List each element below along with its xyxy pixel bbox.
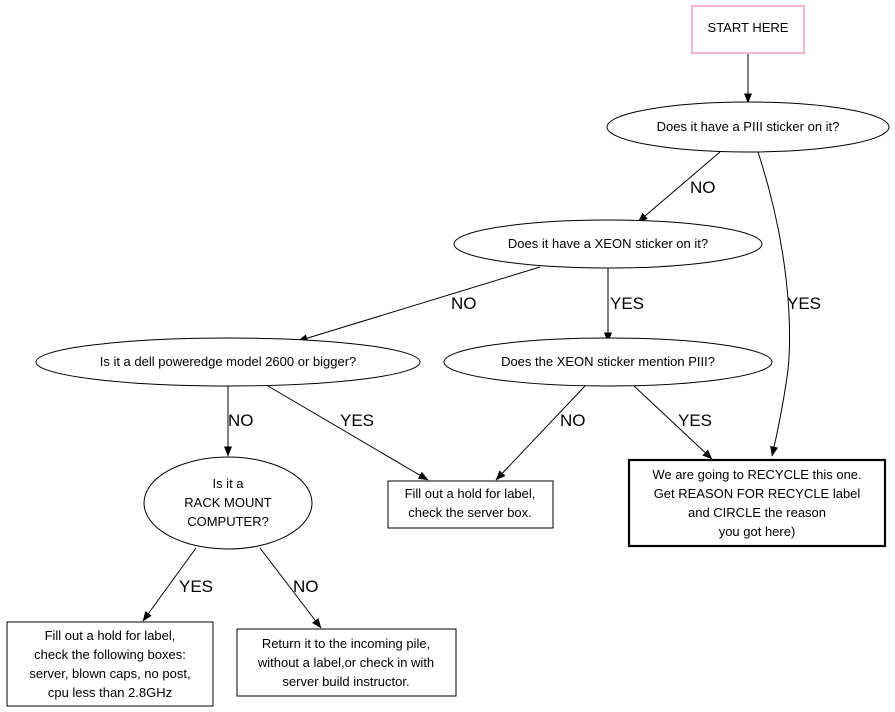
- decision-rack-text-line-3: COMPUTER?: [187, 514, 269, 529]
- action-recycle-line-3: and CIRCLE the reason: [688, 505, 826, 520]
- label-piii-no: NO: [690, 178, 716, 197]
- edge-dell-yes: [267, 385, 429, 481]
- action-recycle-line-2: Get REASON FOR RECYCLE label: [654, 486, 861, 501]
- edge-rack-yes: [142, 547, 197, 622]
- decision-rack-mount: [143, 456, 313, 550]
- action-hold-server-line-2: check the server box.: [408, 505, 532, 520]
- edge-labels: NO YES NO YES NO YES NO YES YES NO: [179, 178, 821, 596]
- label-piii-yes: YES: [787, 294, 821, 313]
- decision-xeon-sticker: [453, 219, 763, 269]
- edge-xeonpiii-yes: [633, 385, 713, 460]
- action-return-pile-line-1: Return it to the incoming pile,: [262, 636, 430, 651]
- decision-xeon-text: Does it have a XEON sticker on it?: [508, 236, 708, 251]
- action-hold-boxes-line-3: server, blown caps, no post,: [29, 666, 190, 681]
- action-hold-boxes-line-2: check the following boxes:: [34, 647, 186, 662]
- edge-rack-no: [259, 547, 322, 629]
- decision-dell-text: Is it a dell poweredge model 2600 or big…: [100, 354, 357, 369]
- decision-piii-text: Does it have a PIII sticker on it?: [657, 119, 840, 134]
- label-xeonpiii-yes: YES: [678, 411, 712, 430]
- decision-piii-sticker: [606, 101, 890, 153]
- label-xeonpiii-no: NO: [560, 411, 586, 430]
- label-dell-yes: YES: [340, 411, 374, 430]
- action-return-pile-line-2: without a label,or check in with: [257, 655, 434, 670]
- action-recycle: [627, 458, 887, 548]
- action-hold-boxes-line-4: cpu less than 2.8GHz: [48, 685, 172, 700]
- decision-xeon-piii-text: Does the XEON sticker mention PIII?: [501, 354, 715, 369]
- action-return-pile-line-3: server build instructor.: [282, 674, 409, 689]
- edge-piii-yes: [757, 151, 790, 457]
- edge-xeon-no: [297, 266, 541, 343]
- action-return-pile: [236, 628, 457, 697]
- action-recycle-line-1: We are going to RECYCLE this one.: [652, 467, 861, 482]
- label-xeon-yes: YES: [610, 294, 644, 313]
- label-xeon-no: NO: [451, 294, 477, 313]
- node-texts: START HERE Does it have a PIII sticker o…: [29, 20, 861, 700]
- decision-dell-poweredge: [35, 337, 421, 387]
- action-hold-server: [387, 480, 554, 529]
- edge-xeonpiii-no: [495, 385, 586, 481]
- label-rack-no: NO: [293, 577, 319, 596]
- decision-rack-text-line-2: RACK MOUNT: [184, 495, 271, 510]
- action-hold-boxes-line-1: Fill out a hold for label,: [45, 628, 176, 643]
- action-hold-server-line-1: Fill out a hold for label,: [405, 486, 536, 501]
- action-recycle-line-4: you got here): [719, 524, 796, 539]
- action-hold-boxes: [6, 621, 214, 707]
- decision-rack-text-line-1: Is it a: [212, 476, 244, 491]
- edge-piii-no: [637, 151, 721, 223]
- start-node: [691, 5, 805, 54]
- start-node-text: START HERE: [708, 20, 789, 35]
- nodes: [6, 5, 890, 707]
- decision-xeon-mentions-piii: [443, 337, 773, 387]
- label-rack-yes: YES: [179, 577, 213, 596]
- edges: [142, 54, 790, 629]
- label-dell-no: NO: [228, 411, 254, 430]
